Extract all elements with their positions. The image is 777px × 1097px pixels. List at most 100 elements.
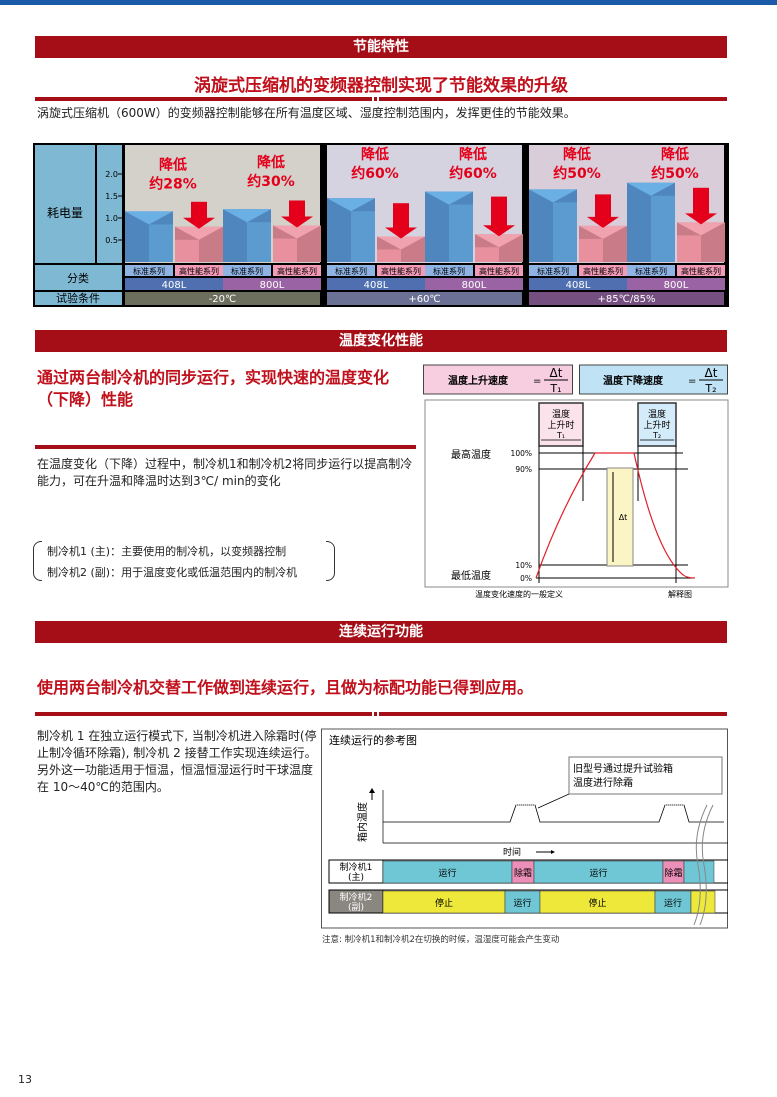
section2-description: 在温度变化（下降）过程中，制冷机1和制冷机2将同步运行以提高制冷能力，可在升温和… xyxy=(37,457,413,488)
diagram-caption-right: 解释图 xyxy=(668,589,692,599)
series-label-bg xyxy=(425,265,473,276)
max-temp-label: 最高温度 xyxy=(451,448,491,461)
level-100: 100% xyxy=(511,449,532,458)
reduction-label: 降低 xyxy=(361,146,389,163)
model-label: 408L xyxy=(364,280,389,291)
reduction-label: 降低 xyxy=(661,146,689,163)
formula-rise-denominator: T₁ xyxy=(549,382,561,395)
series-label-bg xyxy=(579,265,627,276)
series-label-high: 高性能系列 xyxy=(277,266,317,276)
t1-box-text: 上升时 xyxy=(547,419,574,431)
reduction-arrow xyxy=(191,201,207,219)
model-cell xyxy=(125,278,223,290)
y-tick-label: 1.5 xyxy=(105,192,118,201)
timeline-segment-label: 运行 xyxy=(589,867,607,879)
callout-text: 温度进行除霜 xyxy=(573,776,633,789)
reduction-label: 降低 xyxy=(563,146,591,163)
timeline-segment-label: 运行 xyxy=(664,897,682,909)
chiller2-label: 制冷机2 xyxy=(340,891,373,903)
t2-box-text: 上升时 xyxy=(643,419,670,431)
level-0: 0% xyxy=(520,574,532,583)
formula-rise-numerator: Δt xyxy=(550,366,563,380)
model-label: 800L xyxy=(664,280,689,291)
condition-cell xyxy=(327,292,522,305)
bar-high-side xyxy=(475,247,499,262)
model-cell xyxy=(223,278,321,290)
page-number: 13 xyxy=(18,1073,32,1086)
series-label-bg xyxy=(273,265,321,276)
x-axis-label: 时间 xyxy=(503,846,521,858)
chiller1-label: 制冷机1 xyxy=(340,861,373,873)
min-temp-label: 最低温度 xyxy=(451,569,491,582)
timeline-segment-label: 停止 xyxy=(588,897,606,909)
equals-sign: = xyxy=(533,376,541,387)
y-tick-label: 1.0 xyxy=(105,214,118,223)
reduction-arrow-head xyxy=(281,216,313,228)
t2-box-text: 温度 xyxy=(648,408,666,420)
series-label-standard: 标准系列 xyxy=(635,266,667,276)
condition-cell xyxy=(125,292,320,305)
reduction-label: 降低 xyxy=(159,156,187,173)
section3-heading: 使用两台制冷机交替工作做到连续运行，且做为标配功能已得到应用。 xyxy=(37,678,534,697)
reduction-label: 降低 xyxy=(459,146,487,163)
condition-cell xyxy=(529,292,724,305)
reduction-label: 降低 xyxy=(257,154,285,171)
model-label: 800L xyxy=(462,280,487,291)
model-cell xyxy=(327,278,425,290)
series-label-high: 高性能系列 xyxy=(479,266,519,276)
condition-label: +60℃ xyxy=(408,294,440,305)
reduction-percent: 约50% xyxy=(651,165,699,182)
section-title-continuous: 连续运行功能 xyxy=(35,621,727,643)
series-label-high: 高性能系列 xyxy=(381,266,421,276)
bar-high-top xyxy=(377,236,425,250)
reduction-percent: 约30% xyxy=(247,173,295,190)
chiller2-label: (副) xyxy=(348,902,364,913)
reduction-percent: 约28% xyxy=(149,175,197,192)
timeline-segment-label: 停止 xyxy=(435,897,453,909)
bar-high-side xyxy=(273,238,297,262)
t2-box-text: T₂ xyxy=(652,431,661,440)
note-chiller-1: 制冷机1 (主)：主要使用的制冷机，以变频器控制 xyxy=(47,545,287,558)
section-title-energy: 节能特性 xyxy=(35,36,727,58)
bar-high-top xyxy=(475,234,523,248)
note-chiller-2: 制冷机2 (副)：用于温度变化或低温范围内的制冷机 xyxy=(47,566,298,579)
series-label-high: 高性能系列 xyxy=(681,266,721,276)
reduction-arrow xyxy=(595,194,611,218)
series-label-standard: 标准系列 xyxy=(231,266,263,276)
divider xyxy=(35,712,727,716)
series-label-standard: 标准系列 xyxy=(335,266,367,276)
section1-description: 涡旋式压缩机（600W）的变频器控制能够在所有温度区域、湿度控制范围内，发挥更佳… xyxy=(37,106,576,120)
section-title-temperature: 温度变化性能 xyxy=(35,330,727,352)
t1-box-text: T₁ xyxy=(556,431,565,440)
level-10: 10% xyxy=(515,561,532,570)
category-row-label: 分类 xyxy=(67,271,89,285)
delta-t-label: Δt xyxy=(619,513,628,522)
bar-high-side xyxy=(377,249,401,262)
t1-box-text: 温度 xyxy=(552,408,570,420)
divider xyxy=(35,97,727,101)
series-label-bg xyxy=(175,265,223,276)
series-label-standard: 标准系列 xyxy=(133,266,165,276)
bar-standard-side xyxy=(651,195,675,262)
condition-label: -20℃ xyxy=(209,294,237,305)
section2-heading: 通过两台制冷机的同步运行，实现快速的温度变化（下降）性能 xyxy=(37,368,390,409)
model-cell xyxy=(529,278,627,290)
reduction-arrow-head xyxy=(685,213,717,225)
series-label-bg xyxy=(377,265,425,276)
series-label-bg xyxy=(677,265,725,276)
series-label-standard: 标准系列 xyxy=(433,266,465,276)
condition-label: +85℃/85% xyxy=(598,294,656,305)
diagram-title: 连续运行的参考图 xyxy=(329,733,417,747)
reduction-arrow-head xyxy=(385,227,417,239)
bar-high-top xyxy=(579,225,627,239)
y-axis-label: 箱内温度 xyxy=(356,802,369,842)
bar-standard-top xyxy=(125,211,173,225)
reduction-arrow xyxy=(289,200,305,218)
reduction-arrow xyxy=(693,187,709,215)
y-tick-label: 2.0 xyxy=(105,170,118,179)
series-label-high: 高性能系列 xyxy=(583,266,623,276)
bar-standard-top xyxy=(529,189,577,203)
reduction-arrow xyxy=(491,196,507,227)
model-label: 408L xyxy=(566,280,591,291)
bar-standard-side xyxy=(247,222,271,262)
